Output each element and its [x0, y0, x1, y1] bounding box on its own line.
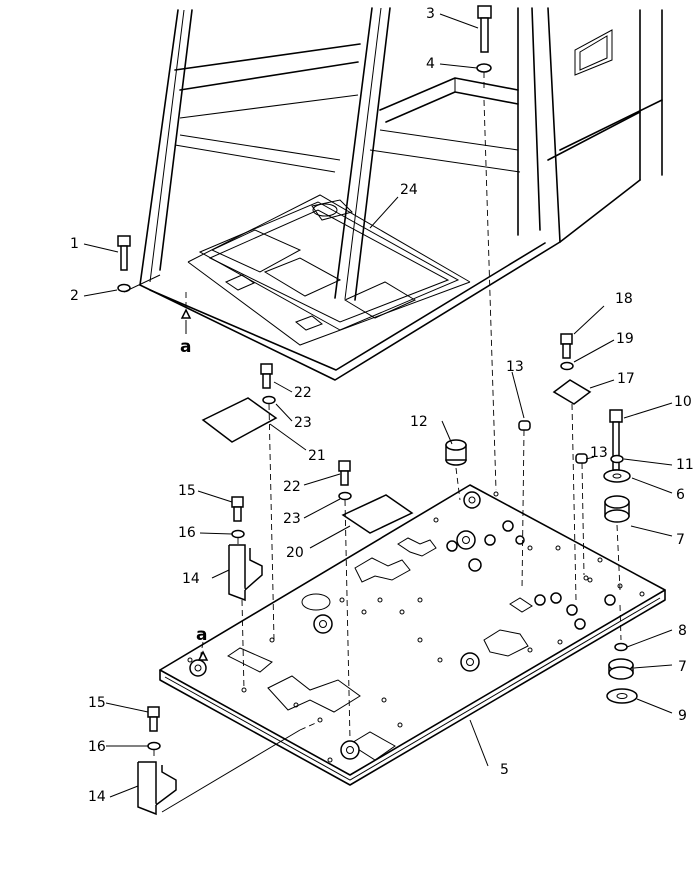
cab-frame: [139, 7, 663, 381]
callout-16-upper: 16: [178, 525, 196, 541]
callout-16-lower: 16: [88, 739, 106, 755]
callout-2: 2: [70, 288, 79, 304]
callout-12: 12: [410, 414, 428, 430]
fastener-parts: [117, 5, 638, 816]
callout-7-lower: 7: [678, 659, 687, 675]
callout-15-upper: 15: [178, 483, 196, 499]
view-mark-a-upper: a: [180, 337, 191, 357]
leader-lines: [83, 13, 673, 798]
callout-22-upper: 22: [294, 385, 312, 401]
callout-14-upper: 14: [182, 571, 200, 587]
callout-20: 20: [286, 545, 304, 561]
callout-21: 21: [308, 448, 326, 464]
assembly-lines: [123, 72, 622, 813]
callout-14-lower: 14: [88, 789, 106, 805]
callout-labels: 1 2 3 4 24 22 23 21 22 23 20 18 19 17 13…: [70, 6, 694, 805]
callout-15-lower: 15: [88, 695, 106, 711]
callout-22-lower: 22: [283, 479, 301, 495]
floor-plate: [159, 484, 666, 786]
callout-9: 9: [678, 708, 687, 724]
callout-4: 4: [426, 56, 435, 72]
callout-24: 24: [400, 182, 418, 198]
callout-19: 19: [616, 331, 634, 347]
view-mark-a-lower: a: [196, 625, 207, 645]
callout-11: 11: [676, 457, 694, 473]
callout-7-upper: 7: [676, 532, 685, 548]
callout-10: 10: [674, 394, 692, 410]
callout-13-lower: 13: [590, 445, 608, 461]
callout-5: 5: [500, 762, 509, 778]
callout-23-lower: 23: [283, 511, 301, 527]
callout-18: 18: [615, 291, 633, 307]
callout-23-upper: 23: [294, 415, 312, 431]
callout-17: 17: [617, 371, 635, 387]
callout-13-upper: 13: [506, 359, 524, 375]
callout-8: 8: [678, 623, 687, 639]
callout-3: 3: [426, 6, 435, 22]
callout-1: 1: [70, 236, 79, 252]
callout-6: 6: [676, 487, 685, 503]
